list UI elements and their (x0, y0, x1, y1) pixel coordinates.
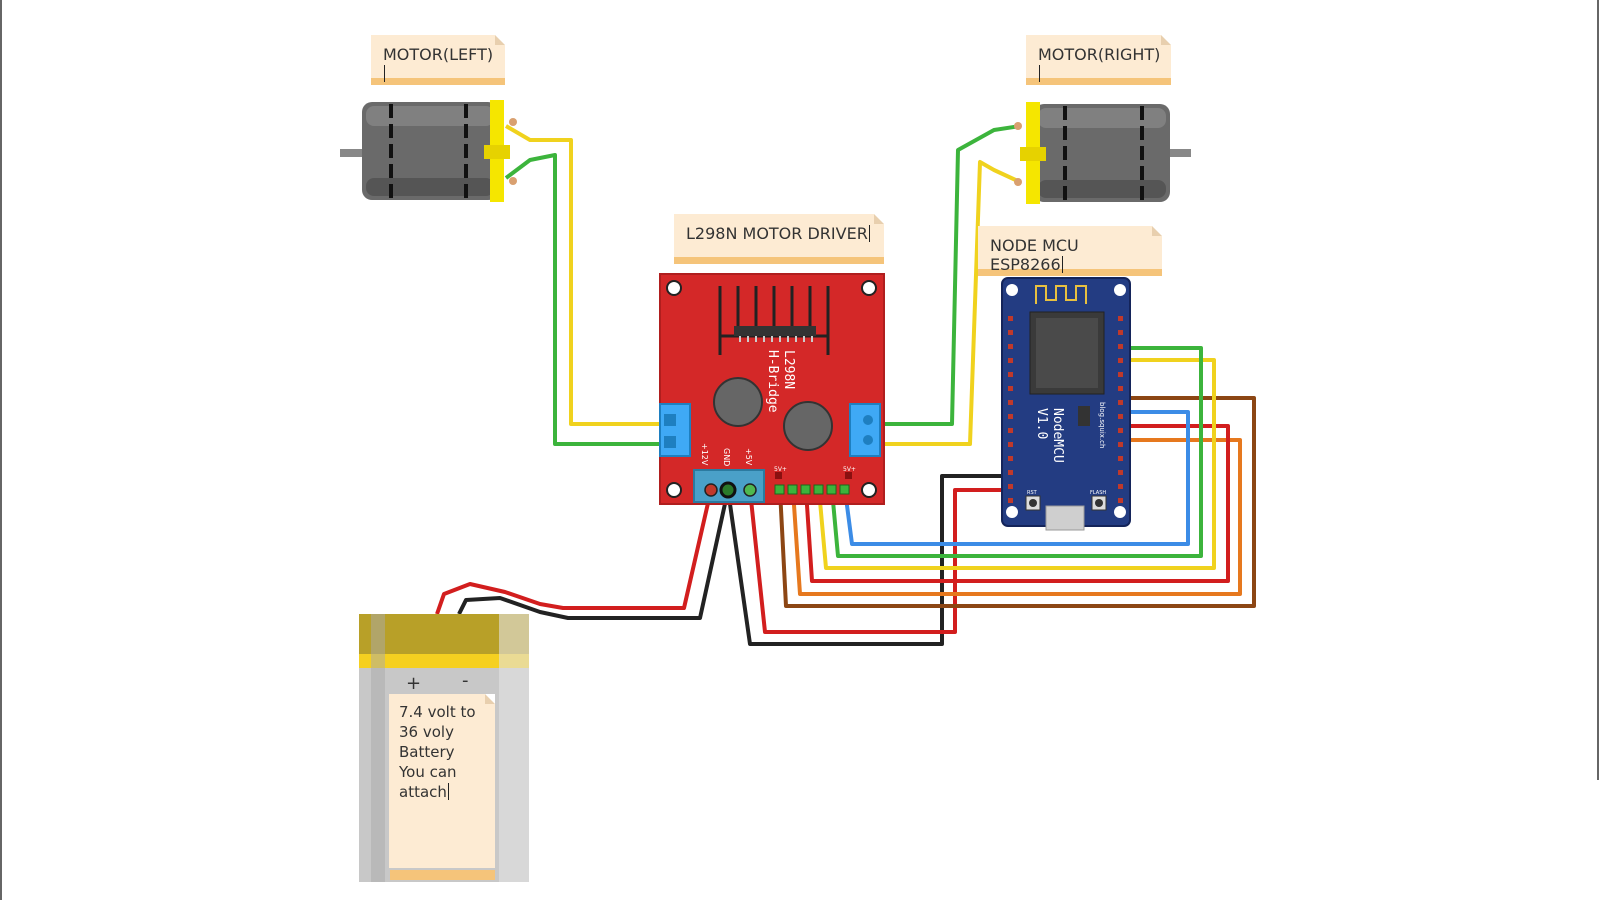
wire-signal-green (830, 346, 1203, 558)
wire-gnd-black (726, 474, 1010, 646)
mcu-pins (1008, 316, 1123, 503)
wire-right-motor-green (870, 124, 1021, 426)
motor-right (1014, 102, 1191, 204)
wire-left-motor-yellow (504, 124, 660, 426)
mcu-usb-port (1045, 505, 1085, 531)
label-motor-right[interactable]: MOTOR(RIGHT) (1026, 35, 1171, 85)
driver-title-hbridge: H-Bridge (765, 350, 780, 413)
motor-left (340, 100, 517, 202)
driver-header-pins (774, 484, 850, 495)
label-motor-left-text: MOTOR(LEFT) (383, 45, 494, 64)
label-mcu-text: NODE MCU ESP8266 (990, 236, 1079, 274)
driver-pin-12v: +12V (700, 443, 709, 466)
right-edge-line (1597, 0, 1599, 780)
motor-right-body (1034, 104, 1170, 202)
wire-left-motor-green (504, 153, 660, 446)
mcu-name: NodeMCU (1050, 408, 1065, 463)
driver-pcb (659, 273, 885, 505)
mcu-flash-label: FLASH (1090, 490, 1106, 496)
mcu-antenna (1035, 285, 1087, 304)
wire-right-motor-yellow (870, 160, 1021, 446)
wire-signal-blue (843, 410, 1190, 546)
label-driver-text: L298N MOTOR DRIVER (686, 224, 868, 243)
label-motor-right-text: MOTOR(RIGHT) (1038, 45, 1161, 64)
driver-terminal-right (849, 403, 881, 457)
label-mcu[interactable]: NODE MCU ESP8266 (978, 226, 1162, 276)
wire-battery-black (457, 489, 730, 620)
battery-note-line-1: 7.4 volt to (399, 703, 476, 721)
driver-pin-gnd: GND (722, 448, 731, 466)
l298n-driver-board: L298N H-Bridge +12V GND +5V 5V+ 5V+ (659, 273, 885, 505)
driver-jumper-left: 5V+ (774, 466, 787, 473)
battery-plus: + (406, 673, 421, 694)
wire-5v-red (748, 488, 1010, 634)
nodemcu-board: NodeMCU V1.0 blog.squix.ch RST FLASH (1001, 277, 1131, 531)
driver-jumper-right: 5V+ (843, 466, 856, 473)
driver-capacitor-1 (713, 377, 763, 427)
battery-note-line-5-text: attach (399, 783, 447, 801)
label-driver[interactable]: L298N MOTOR DRIVER (674, 214, 884, 264)
mcu-rst-label: RST (1027, 490, 1038, 496)
driver-terminal-left (659, 403, 691, 457)
left-edge-line (0, 0, 2, 900)
text-cursor (447, 783, 449, 800)
driver-pin-5v: +5V (744, 448, 753, 466)
battery-note-line-2: 36 voly (399, 723, 454, 741)
text-cursor (1061, 256, 1063, 273)
motor-left-shaft (340, 149, 366, 157)
mcu-url: blog.squix.ch (1098, 402, 1106, 448)
motor-right-shaft (1165, 149, 1191, 157)
wire-signal-brown (778, 396, 1256, 608)
wire-signal-yellow (817, 358, 1216, 570)
battery-note-line-4: You can (399, 763, 457, 781)
driver-title-l298n: L298N (781, 350, 796, 389)
driver-capacitor-2 (783, 401, 833, 451)
wires (435, 124, 1256, 646)
mcu-version: V1.0 (1034, 408, 1049, 439)
text-cursor (384, 65, 385, 82)
wire-battery-red (435, 489, 713, 615)
label-battery[interactable]: 7.4 volt to 36 voly Battery You can atta… (389, 694, 495, 868)
battery-note-line-3: Battery (399, 743, 455, 761)
label-motor-left[interactable]: MOTOR(LEFT) (371, 35, 505, 85)
battery-note-line-5: attach (399, 782, 485, 802)
battery-minus: - (462, 670, 469, 691)
wire-signal-red (804, 424, 1230, 583)
text-cursor (1039, 65, 1040, 82)
text-cursor (868, 225, 870, 242)
